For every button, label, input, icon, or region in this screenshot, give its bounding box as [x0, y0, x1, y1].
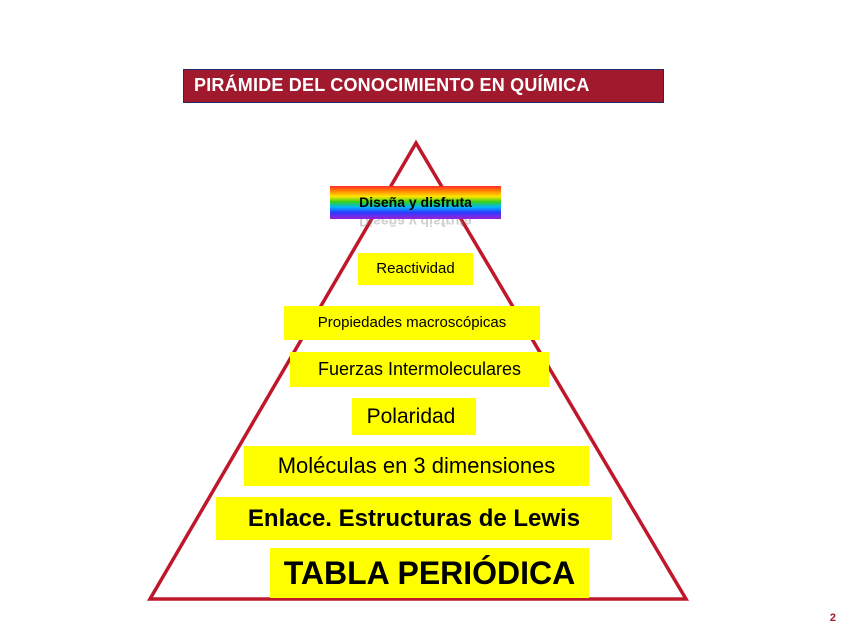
level-polaridad: Polaridad [352, 398, 476, 435]
level-propiedades-macroscopicas: Propiedades macroscópicas [284, 306, 540, 340]
apex-label-reflection: Diseña y disfruta [359, 219, 472, 230]
level-enlace-lewis: Enlace. Estructuras de Lewis [216, 497, 612, 540]
apex-label: Diseña y disfruta [330, 186, 501, 219]
level-tabla-periodica: TABLA PERIÓDICA [270, 548, 589, 598]
page-number: 2 [829, 612, 836, 624]
level-moleculas-3d: Moléculas en 3 dimensiones [244, 446, 589, 486]
level-reactividad: Reactividad [358, 253, 473, 285]
level-fuerzas-intermoleculares: Fuerzas Intermoleculares [290, 352, 549, 387]
apex-level: Diseña y disfruta Diseña y disfruta [330, 186, 501, 230]
slide-title: PIRÁMIDE DEL CONOCIMIENTO EN QUÍMICA [183, 69, 664, 103]
